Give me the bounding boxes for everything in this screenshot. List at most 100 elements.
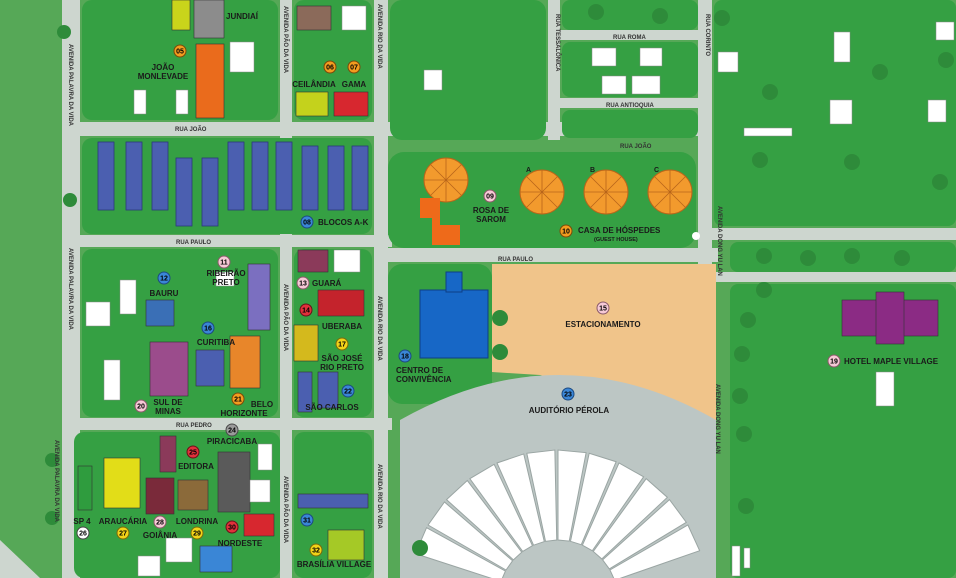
place-hotel-maple[interactable]: 19 HOTEL MAPLE VILLAGE xyxy=(827,354,939,368)
badge-05 xyxy=(173,44,187,58)
auditorium-seat-section xyxy=(557,449,587,542)
place-londrina[interactable]: 28 LONDRINA xyxy=(153,515,218,529)
badge-29 xyxy=(190,526,204,540)
svg-text:14: 14 xyxy=(302,308,310,315)
badge-23 xyxy=(561,387,575,401)
badge-32 xyxy=(309,543,323,557)
svg-text:MONLEVADE: MONLEVADE xyxy=(138,72,189,81)
place-joao-monlevade[interactable]: 05 JOÃO MONLEVADE xyxy=(138,44,189,81)
badge-22 xyxy=(341,384,355,398)
badge-20 xyxy=(134,399,148,413)
badge-16 xyxy=(201,321,215,335)
badge-08 xyxy=(300,215,314,229)
label-rua-pedro: RUA PEDRO xyxy=(176,423,212,429)
blocos-buildings xyxy=(97,141,369,227)
place-estacionamento[interactable]: 15 ESTACIONAMENTO xyxy=(565,301,641,329)
badge-12 xyxy=(157,271,171,285)
svg-text:16: 16 xyxy=(204,326,212,333)
dome-lines xyxy=(424,158,692,214)
label-av-dong-bottom: AVENIDA DONG YU LAN xyxy=(714,384,720,454)
auditorium-seat-section xyxy=(592,477,669,560)
svg-text:BRASÍLIA VILLAGE: BRASÍLIA VILLAGE xyxy=(297,560,372,569)
badge-24 xyxy=(225,423,239,437)
svg-text:SP 4: SP 4 xyxy=(73,517,91,526)
svg-text:BAURU: BAURU xyxy=(150,289,179,298)
badge-18 xyxy=(398,349,412,363)
place-ceilandia[interactable]: 06 CEILÂNDIA xyxy=(292,60,337,89)
svg-text:BLOCOS A-K: BLOCOS A-K xyxy=(318,218,369,227)
svg-text:11: 11 xyxy=(220,260,228,267)
place-sao-jose[interactable]: 17 SÃO JOSÉ RIO PRETO xyxy=(320,337,364,372)
colored-buildings xyxy=(77,0,939,573)
svg-text:27: 27 xyxy=(119,531,127,538)
place-araucaria[interactable]: 27 ARAUCÁRIA xyxy=(99,517,148,540)
place-labels: JUNDIAÍ 05 JOÃO MONLEVADE 06 CEILÂNDIA 0… xyxy=(73,12,938,569)
badge-11 xyxy=(217,255,231,269)
badge-07 xyxy=(347,60,361,74)
label-av-pao-mid: AVENIDA PÃO DA VIDA xyxy=(282,284,289,352)
place-uberaba[interactable]: 14 UBERABA xyxy=(299,303,362,331)
auditorium-seat-section xyxy=(581,462,645,552)
place-guara[interactable]: 13 GUARÁ xyxy=(296,276,342,290)
svg-text:05: 05 xyxy=(176,49,184,56)
auditorium-seat-section xyxy=(569,452,617,546)
place-bauru[interactable]: 12 BAURU xyxy=(150,271,179,298)
svg-text:SÃO JOSÉ: SÃO JOSÉ xyxy=(322,354,364,363)
place-curitiba[interactable]: 16 CURITIBA xyxy=(197,321,235,347)
svg-text:SUL DE: SUL DE xyxy=(153,398,183,407)
svg-text:NORDESTE: NORDESTE xyxy=(218,539,263,548)
svg-text:19: 19 xyxy=(830,359,838,366)
svg-text:SAROM: SAROM xyxy=(476,215,506,224)
svg-text:10: 10 xyxy=(562,229,570,236)
place-centro-convivencia[interactable]: 18 CENTRO DE CONVIVÊNCIA xyxy=(396,349,452,384)
label-av-palavra-top: AVENIDA PALAVRA DA VIDA xyxy=(67,44,73,127)
svg-text:MINAS: MINAS xyxy=(155,407,181,416)
badge-10 xyxy=(559,224,573,238)
place-editora[interactable]: 25 EDITORA xyxy=(178,445,214,471)
place-sao-carlos[interactable]: 22 SÃO CARLOS xyxy=(305,384,359,412)
place-casa-hospedes[interactable]: 10 CASA DE HÓSPEDES (GUEST HOUSE) xyxy=(559,224,661,243)
place-blocos[interactable]: 08 BLOCOS A-K xyxy=(300,215,369,229)
svg-text:ESTACIONAMENTO: ESTACIONAMENTO xyxy=(565,320,640,329)
place-belo-horizonte[interactable]: 21 BELO HORIZONTE xyxy=(220,392,273,418)
svg-text:26: 26 xyxy=(79,531,87,538)
svg-text:RIBEIRÃO: RIBEIRÃO xyxy=(206,269,245,278)
place-ribeirao-preto[interactable]: 11 RIBEIRÃO PRETO xyxy=(206,255,246,287)
badge-06 xyxy=(323,60,337,74)
unit-a: A xyxy=(526,167,531,174)
svg-text:17: 17 xyxy=(338,342,346,349)
unit-c: C xyxy=(654,167,659,174)
badge-13 xyxy=(296,276,310,290)
label-av-pao-bottom: AVENIDA PÃO DA VIDA xyxy=(282,476,289,544)
badge-25 xyxy=(186,445,200,459)
auditorium-seat-section xyxy=(427,501,514,571)
svg-text:21: 21 xyxy=(234,397,242,404)
svg-text:CENTRO DE: CENTRO DE xyxy=(396,366,444,375)
place-sul-minas[interactable]: 20 SUL DE MINAS xyxy=(134,398,183,416)
place-brasilia-village[interactable]: 32 BRASÍLIA VILLAGE xyxy=(297,543,372,569)
place-gama[interactable]: 07 GAMA xyxy=(342,60,367,89)
place-piracicaba[interactable]: 24 PIRACICABA xyxy=(207,423,257,446)
badge-21 xyxy=(231,392,245,406)
place-rosa-sarom[interactable]: 09 ROSA DE SAROM xyxy=(473,189,510,224)
place-31[interactable]: 31 xyxy=(300,513,314,527)
place-auditorio-perola[interactable]: 23 AUDITÓRIO PÉROLA xyxy=(529,387,610,415)
auditorium-seat-section xyxy=(601,498,688,570)
svg-text:CEILÂNDIA: CEILÂNDIA xyxy=(292,80,336,89)
label-rua-joao: RUA JOÃO xyxy=(175,126,207,133)
svg-text:15: 15 xyxy=(599,306,607,313)
svg-text:RIO PRETO: RIO PRETO xyxy=(320,363,364,372)
label-rua-corinto: RUA CORINTO xyxy=(704,14,710,56)
svg-text:25: 25 xyxy=(189,450,197,457)
place-nordeste[interactable]: 30 NORDESTE xyxy=(218,520,263,548)
label-av-rio-bottom: AVENIDA RIO DA VIDA xyxy=(376,464,382,529)
place-sp4[interactable]: 26 SP 4 xyxy=(73,517,91,540)
badge-14 xyxy=(299,303,313,317)
white-buildings xyxy=(85,5,955,577)
label-av-rio-top: AVENIDA RIO DA VIDA xyxy=(376,4,382,69)
label-av-palavra-bottom: AVENIDA PALAVRA DA VIDA xyxy=(53,440,59,523)
svg-text:29: 29 xyxy=(193,531,201,538)
auditorium-seat-section xyxy=(496,453,545,546)
svg-text:HORIZONTE: HORIZONTE xyxy=(220,409,268,418)
place-goiania[interactable]: 29 GOIÂNIA xyxy=(143,526,204,540)
